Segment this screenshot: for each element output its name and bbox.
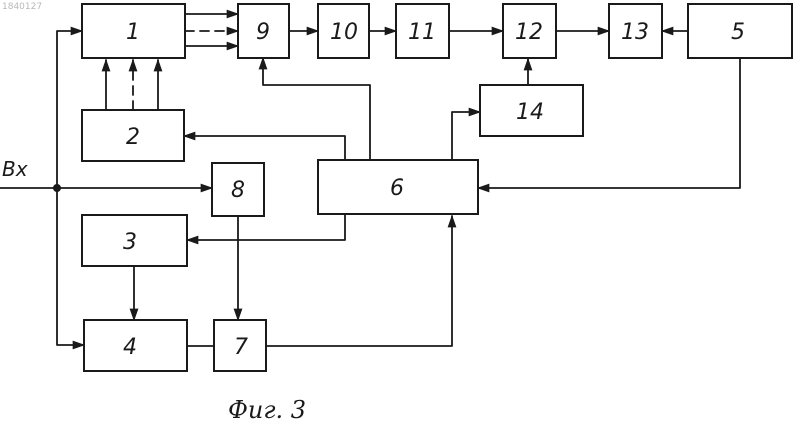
block-8-label: 8 <box>231 178 245 203</box>
block-14-label: 14 <box>516 100 544 125</box>
block-3-label: 3 <box>123 230 137 255</box>
block-10: 10 <box>318 4 369 58</box>
block-6: 6 <box>318 160 478 214</box>
line-6-9 <box>263 58 370 160</box>
line-7-6 <box>266 216 452 346</box>
block-1-label: 1 <box>126 20 140 45</box>
block-13: 13 <box>609 4 662 58</box>
block-9-label: 9 <box>256 20 270 45</box>
block-3: 3 <box>82 215 187 266</box>
block-11-label: 11 <box>408 20 436 45</box>
block-7-label: 7 <box>234 335 248 360</box>
block-6-label: 6 <box>390 176 404 201</box>
block-12-label: 12 <box>515 20 543 45</box>
line-input-1 <box>57 31 82 188</box>
block-4: 4 <box>84 320 187 371</box>
block-12: 12 <box>503 4 556 58</box>
block-7: 7 <box>214 320 266 371</box>
block-10-label: 10 <box>330 20 358 45</box>
line-6-2 <box>184 136 345 160</box>
block-2-label: 2 <box>126 125 140 150</box>
block-8: 8 <box>212 163 264 216</box>
block-5-label: 5 <box>731 20 745 45</box>
page-number: 1840127 <box>2 2 42 12</box>
block-5: 5 <box>688 4 792 58</box>
block-11: 11 <box>396 4 449 58</box>
block-1: 1 <box>82 4 185 58</box>
block-14: 14 <box>480 85 583 136</box>
line-input-4 <box>57 188 84 345</box>
line-6-14 <box>452 112 480 160</box>
block-2: 2 <box>82 110 184 161</box>
block-9: 9 <box>238 4 289 58</box>
input-label: Вх <box>2 157 28 181</box>
line-6-3 <box>187 214 345 240</box>
block-4-label: 4 <box>123 335 137 360</box>
figure-caption: Фиг. 3 <box>228 396 306 424</box>
block-13-label: 13 <box>621 20 649 45</box>
